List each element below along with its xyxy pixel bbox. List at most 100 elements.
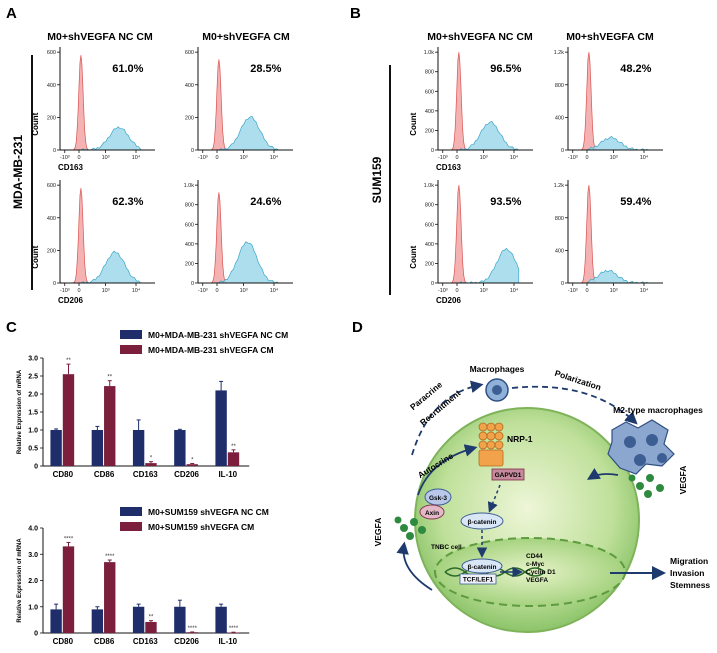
x-tick-label: 10⁴: [132, 154, 141, 161]
x-tick-label: 10⁴: [640, 287, 649, 294]
legend-label: M0+MDA-MB-231 shVEGFA NC CM: [148, 330, 288, 340]
x-tick-label: 10⁴: [640, 154, 649, 161]
y-tick-label: 0.5: [28, 446, 38, 453]
bar-IL-10-s1: [227, 452, 240, 466]
y-tick-label: 0: [191, 281, 194, 287]
panel-a-letter: A: [6, 5, 17, 22]
category-label: IL-10: [218, 637, 237, 646]
percent-positive: 62.3%: [112, 196, 143, 208]
marker-distribution: [457, 247, 520, 284]
significance-mark: *: [150, 456, 153, 462]
y-tick-label: 1.0k: [424, 183, 435, 189]
x-tick-label: 10³: [610, 288, 618, 294]
percent-positive: 61.0%: [112, 63, 143, 75]
x-tick-label: 0: [455, 155, 458, 161]
percent-positive: 24.6%: [250, 196, 281, 208]
x-tick-label: -10³: [568, 288, 578, 294]
legend-swatch: [120, 507, 142, 516]
y-axis-label: Relative Expression of mRNA: [17, 369, 23, 454]
y-tick-label: 400: [425, 109, 434, 115]
x-tick-label: 10⁴: [510, 154, 519, 161]
marker-distribution: [456, 120, 521, 151]
x-tick-label: 10³: [102, 155, 110, 161]
tnbc-label: TNBC cell: [431, 544, 462, 551]
y-tick-label: 200: [425, 128, 434, 134]
panel-a-cell-label: MDA-MB-231: [11, 135, 25, 209]
legend-swatch: [120, 345, 142, 354]
target-gene-2: Cyclin D1: [526, 569, 556, 576]
significance-mark: **: [107, 375, 112, 381]
y-tick-label: 800: [185, 203, 194, 209]
m2-label: M2-type macrophages: [613, 405, 703, 415]
gsk3-label: Gsk-3: [429, 495, 447, 502]
bar-CD80-s1: [62, 374, 75, 466]
bar-CD86-s1: [104, 562, 116, 633]
x-tick-label: 0: [77, 155, 80, 161]
isotype-peak: [209, 59, 229, 151]
y-tick-label: 200: [425, 261, 434, 267]
x-tick-label: 0: [215, 155, 218, 161]
macrophage-nucleus-icon: [492, 385, 502, 395]
y-tick-label: 200: [185, 115, 194, 121]
count-axis-label: Count: [409, 245, 418, 268]
y-tick-label: 1.0: [28, 604, 38, 611]
bar-CD206-s1: [186, 464, 198, 466]
x-tick-label: 10⁴: [270, 287, 279, 294]
vegfa-to-nrp1-arrow: [586, 467, 619, 480]
bar-IL-10-s0: [215, 606, 227, 633]
isotype-peak: [579, 52, 599, 151]
signaling-diagram: Macrophages Polarization M2-type macroph…: [373, 364, 710, 633]
bar-CD163-s0: [132, 606, 145, 633]
outcome-migration: Migration: [670, 556, 708, 566]
vegfa-right-dots-icon: [628, 474, 664, 498]
y-tick-label: 0: [34, 631, 38, 638]
panel-b-cell-label: SUM159: [370, 156, 384, 203]
outcome-stemness: Stemness: [670, 580, 710, 590]
x-tick-label: 10³: [102, 288, 110, 294]
bar-CD163-s1: [145, 463, 157, 466]
x-tick-label: 0: [215, 288, 218, 294]
x-tick-label: 10⁴: [270, 154, 279, 161]
y-tick-label: 800: [555, 216, 564, 222]
isotype-peak: [71, 55, 91, 151]
x-tick-label: 10³: [480, 288, 488, 294]
m2-macrophage-cluster-icon: [607, 419, 675, 475]
vegfa-left-dots-icon: [394, 516, 426, 540]
tcf-label: TCF/LEF1: [463, 577, 494, 584]
y-tick-label: 0: [34, 464, 38, 471]
y-tick-label: 800: [555, 83, 564, 89]
isotype-peak: [71, 188, 91, 284]
bcatenin-cyto-label: β-catenin: [468, 519, 497, 526]
y-tick-label: 0: [561, 148, 564, 154]
y-tick-label: 600: [185, 50, 194, 56]
b-col-header-nc: M0+shVEGFA NC CM: [427, 31, 533, 43]
panel-d-letter: D: [352, 319, 363, 336]
x-tick-label: 10³: [480, 155, 488, 161]
x-tick-label: 10³: [240, 155, 248, 161]
paracrine-arrow: [411, 380, 484, 456]
axin-node: [419, 504, 445, 520]
polarization-arrow: [511, 385, 638, 425]
y-tick-label: 600: [47, 50, 56, 56]
axin-label: Axin: [425, 510, 439, 517]
category-label: CD206: [174, 637, 199, 646]
bar-IL-10-s0: [215, 390, 227, 466]
autocrine-arrow: [417, 444, 478, 496]
category-label: CD86: [94, 470, 115, 479]
panel-c-letter: C: [6, 319, 17, 336]
y-tick-label: 800: [425, 70, 434, 76]
isotype-peak: [449, 185, 469, 284]
y-tick-label: 600: [47, 183, 56, 189]
marker-axis-label: CD163: [58, 163, 83, 172]
x-tick-label: -10³: [568, 155, 578, 161]
percent-positive: 93.5%: [490, 196, 521, 208]
significance-mark: **: [66, 358, 71, 364]
bar-CD86-s0: [91, 609, 104, 633]
